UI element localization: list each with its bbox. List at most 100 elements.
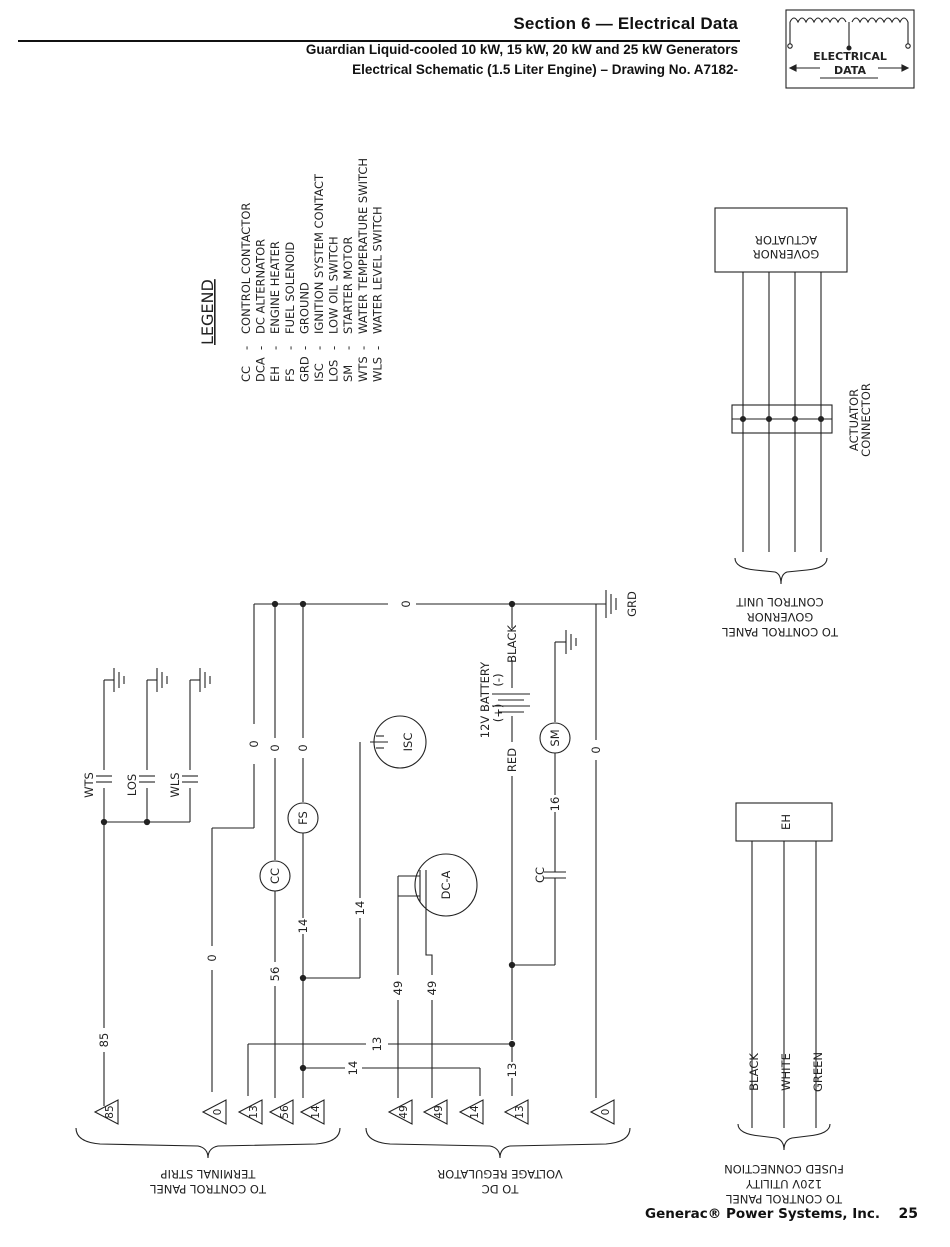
wire-label-13: 13 [370, 1037, 384, 1052]
legend-code: WLS [370, 357, 384, 382]
dc-alternator [414, 853, 478, 917]
legend-dash: - [356, 346, 370, 350]
terminal-label: 13 [248, 1105, 260, 1118]
terminal-strip-1 [93, 1099, 325, 1125]
legend-dash: - [254, 346, 268, 350]
wire-label-0: 0 [399, 600, 413, 607]
legend-description: LOW OIL SWITCH [327, 236, 341, 334]
legend-code: SM [341, 365, 355, 382]
svg-text:GOVERNOR: GOVERNOR [747, 610, 814, 624]
legend-description: DC ALTERNATOR [254, 239, 268, 334]
battery-label: 12V BATTERY [478, 661, 492, 738]
wire-label-85: 85 [97, 1033, 111, 1048]
dca-label: DC-A [439, 871, 453, 900]
legend-description: CONTROL CONTACTOR [239, 203, 253, 334]
legend: LEGEND [198, 279, 217, 345]
svg-text:CONTROL UNIT: CONTROL UNIT [735, 595, 823, 609]
terminal-label: 0 [600, 1109, 612, 1116]
legend-item: GRD-GROUND [297, 282, 311, 382]
terminal-label: 85 [104, 1105, 116, 1118]
legend-dash: - [312, 346, 326, 350]
subtitle-models: Guardian Liquid-cooled 10 kW, 15 kW, 20 … [305, 42, 738, 57]
voltage-regulator-label: TO DC VOLTAGE REGULATOR [437, 1167, 562, 1196]
wire-label-white: WHITE [779, 1053, 793, 1091]
legend-dash: - [297, 346, 311, 350]
legend-code: DCA [254, 357, 268, 382]
legend-title: LEGEND [198, 279, 217, 345]
badge-text-electrical: ELECTRICAL [813, 50, 887, 63]
los-switch [139, 775, 155, 783]
governor-actuator [714, 207, 848, 273]
terminal-strip-2 [387, 1099, 615, 1125]
legend-description: ENGINE HEATER [268, 241, 282, 334]
actuator-connector-label: ACTUATOR CONNECTOR [847, 383, 873, 457]
legend-item: LOS-LOW OIL SWITCH [327, 236, 341, 382]
governor-wires [742, 272, 822, 552]
legend-code: FS [283, 368, 297, 382]
subtitle-drawing: Electrical Schematic (1.5 Liter Engine) … [352, 62, 738, 77]
legend-dash: - [341, 346, 355, 350]
heater-wires [751, 841, 817, 1128]
legend-dash: - [370, 346, 384, 350]
wls-switch [182, 775, 198, 783]
wire-label-49: 49 [425, 981, 439, 996]
legend-item: SM - STARTER MOTOR [341, 237, 355, 382]
footer-company: Generac® Power Systems, Inc. [645, 1206, 880, 1222]
legend-description: IGNITION SYSTEM CONTACT [312, 173, 326, 334]
wire-label-black: BLACK [747, 1053, 761, 1091]
isc-label: ISC [401, 733, 415, 752]
legend-dash: - [239, 346, 253, 350]
legend-item: WTS-WATER TEMPERATURE SWITCH [356, 158, 370, 382]
wire-label-14: 14 [296, 919, 310, 934]
svg-text:TO CONTROL PANEL: TO CONTROL PANEL [725, 1192, 842, 1206]
legend-dash: - [268, 346, 282, 350]
section-title: Section 6 — Electrical Data [513, 14, 738, 33]
wts-switch [96, 775, 112, 783]
battery-red-label: RED [505, 748, 519, 772]
terminal-label: 13 [514, 1105, 526, 1118]
wire-label-56: 56 [268, 967, 282, 982]
fs-label: FS [296, 811, 310, 825]
legend-description: FUEL SOLENOID [283, 242, 297, 334]
governor-bracket [734, 557, 828, 585]
eh-label: EH [779, 814, 793, 830]
legend-item: WLS-WATER LEVEL SWITCH [370, 206, 384, 382]
svg-text:GOVERNOR: GOVERNOR [753, 247, 820, 261]
terminal-label: 56 [279, 1105, 291, 1119]
legend-code: GRD [297, 356, 311, 382]
wire-label-0: 0 [247, 740, 261, 747]
ground-symbol-wls [199, 668, 211, 692]
svg-text:ACTUATOR: ACTUATOR [755, 233, 817, 247]
coil-icon [789, 17, 847, 24]
actuator-connector [731, 404, 833, 434]
wire-label-49: 49 [391, 981, 405, 996]
svg-text:ACTUATOR: ACTUATOR [847, 389, 861, 451]
ground-symbol-wts [113, 668, 125, 692]
cc-contact-label: CC [533, 867, 547, 883]
terminal-label: 14 [469, 1105, 481, 1119]
terminal-label: 49 [398, 1105, 410, 1118]
legend-description: STARTER MOTOR [341, 237, 355, 334]
svg-text:TO CONTROL PANEL: TO CONTROL PANEL [721, 625, 838, 639]
page-number: 25 [898, 1206, 918, 1222]
fused-bracket [737, 1123, 831, 1151]
legend-item: EH-ENGINE HEATER [268, 241, 282, 382]
wire-label-14: 14 [346, 1061, 360, 1076]
electrical-data-badge [785, 9, 915, 89]
terminal-strip-label: TO CONTROL PANEL TERMINAL STRIP [149, 1167, 266, 1196]
svg-text:VOLTAGE REGULATOR: VOLTAGE REGULATOR [437, 1167, 562, 1181]
svg-text:TO CONTROL PANEL: TO CONTROL PANEL [149, 1182, 266, 1196]
svg-text:FUSED CONNECTION: FUSED CONNECTION [724, 1162, 844, 1176]
ground-symbol-los [156, 668, 168, 692]
fused-bracket-label: TO CONTROL PANEL 120V UTILITY FUSED CONN… [724, 1162, 844, 1206]
svg-text:CONNECTOR: CONNECTOR [859, 383, 873, 457]
svg-text:TO DC: TO DC [482, 1182, 520, 1196]
ground-symbol-sm [565, 630, 577, 654]
legend-dash: - [327, 346, 341, 350]
cc-contact [544, 871, 566, 879]
terminal-label: 14 [310, 1105, 322, 1119]
wts-label: WTS [82, 772, 96, 798]
wire-label-0: 0 [205, 954, 219, 961]
cc-label: CC [268, 868, 282, 884]
